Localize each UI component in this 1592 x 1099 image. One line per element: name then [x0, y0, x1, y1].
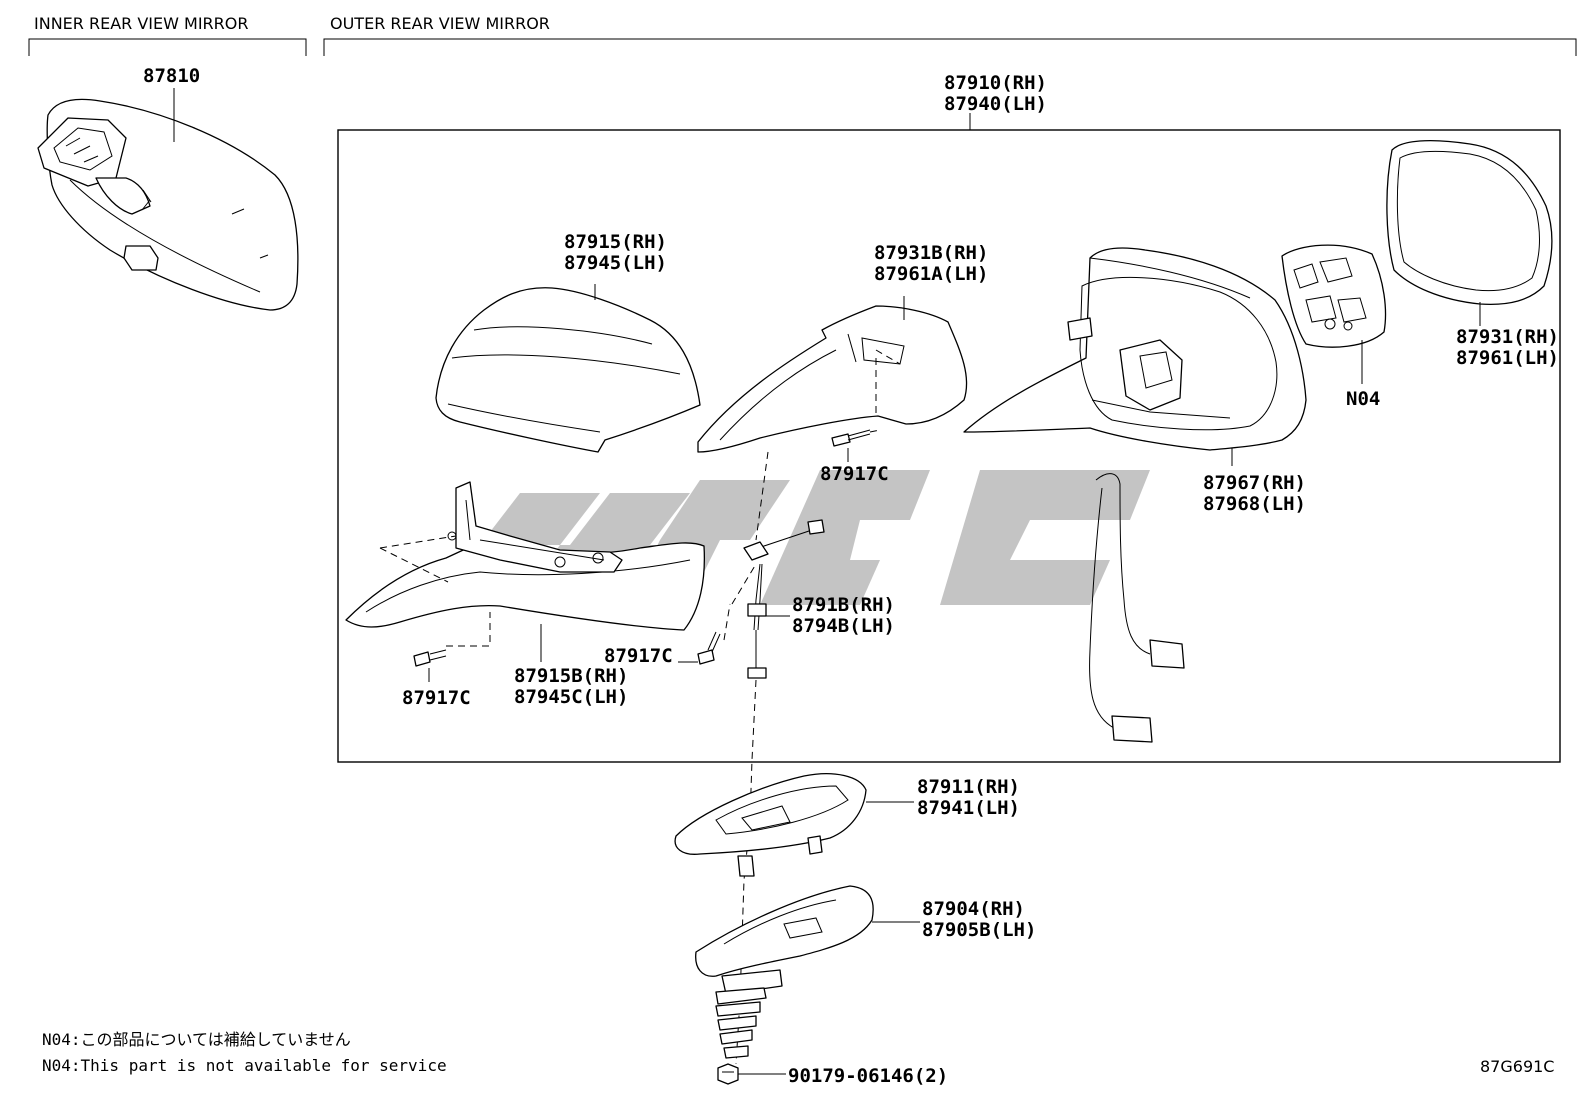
- mirror-base-cover: [674, 773, 867, 877]
- note-en: N04:This part is not available for servi…: [42, 1056, 447, 1075]
- visor-dashes: [379, 535, 491, 647]
- mirror-cover: [435, 287, 701, 453]
- mirror-visor-trim: [345, 481, 706, 631]
- label-87945: 87945(LH): [564, 252, 667, 274]
- label-87911: 87911(RH): [917, 776, 1020, 798]
- label-87905B: 87905B(LH): [922, 919, 1036, 941]
- label-87940: 87940(LH): [944, 93, 1047, 115]
- screw-dash-a: [869, 429, 881, 433]
- label-87945C: 87945C(LH): [514, 686, 628, 708]
- mirror-housing: [697, 305, 968, 453]
- label-87961A: 87961A(LH): [874, 263, 988, 285]
- label-87904: 87904(RH): [922, 898, 1025, 920]
- section-inner-title: INNER REAR VIEW MIRROR: [34, 14, 249, 33]
- label-87910: 87910(RH): [944, 72, 1047, 94]
- label-87967: 87967(RH): [1203, 472, 1306, 494]
- label-87917c-c: 87917C: [402, 687, 471, 709]
- wire-harness: [1089, 473, 1185, 743]
- label-90179: 90179-06146(2): [788, 1065, 948, 1087]
- outer-section-bracket: [323, 38, 1577, 56]
- mirror-motor: [1281, 244, 1387, 348]
- label-87810: 87810: [143, 65, 200, 87]
- label-87931B: 87931B(RH): [874, 242, 988, 264]
- assembly-frame: [337, 129, 1561, 763]
- label-n04: N04: [1346, 388, 1380, 410]
- screw-87917c-lamp: [697, 631, 721, 665]
- label-87915B: 87915B(RH): [514, 665, 628, 687]
- inner-section-bracket: [28, 38, 307, 56]
- diagram-code: 87G691C: [1480, 1057, 1554, 1076]
- section-outer-title: OUTER REAR VIEW MIRROR: [330, 14, 550, 33]
- mirror-glass: [1386, 139, 1553, 306]
- label-8794B: 8794B(LH): [792, 615, 895, 637]
- label-87941: 87941(LH): [917, 797, 1020, 819]
- side-turn-lamp: [743, 519, 825, 679]
- label-87917c-a: 87917C: [820, 463, 889, 485]
- note-jp: N04:この部品については補給していません: [42, 1030, 351, 1049]
- label-87931: 87931(RH): [1456, 326, 1559, 348]
- mirror-base: [695, 885, 874, 1059]
- label-87915: 87915(RH): [564, 231, 667, 253]
- screw-87917c-housing: [831, 429, 871, 447]
- label-87917c-b: 87917C: [604, 645, 673, 667]
- housing-dashes: [875, 349, 901, 418]
- inner-mirror: [37, 98, 299, 311]
- label-87968: 87968(LH): [1203, 493, 1306, 515]
- label-8791B: 8791B(RH): [792, 594, 895, 616]
- mirror-actuator-frame: [963, 247, 1307, 451]
- label-87961: 87961(LH): [1456, 347, 1559, 369]
- nut-90179: [717, 1063, 739, 1085]
- bracket-ticks: [305, 39, 325, 43]
- screw-87917c-visor: [413, 649, 447, 667]
